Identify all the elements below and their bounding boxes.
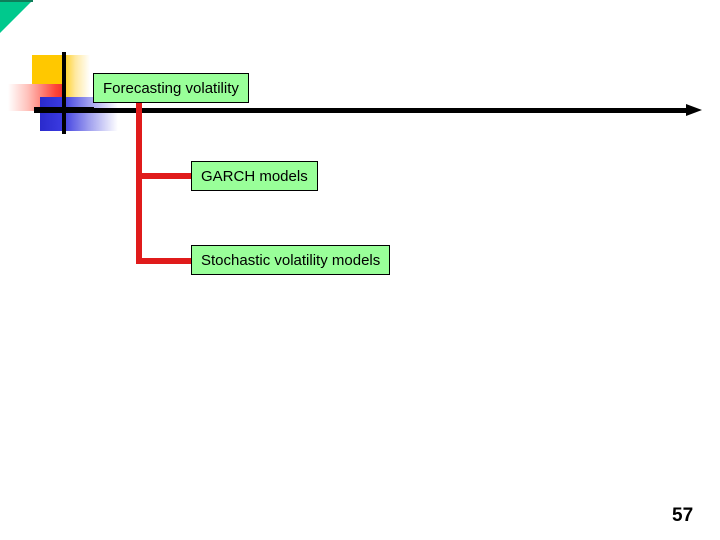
page-number: 57: [672, 505, 694, 526]
box-garch-models[interactable]: GARCH models: [191, 161, 318, 191]
timeline-arrow-line: [34, 108, 694, 113]
connector-branch-garch: [136, 173, 194, 179]
box-forecasting-volatility[interactable]: Forecasting volatility: [93, 73, 249, 103]
connector-vertical-trunk: [136, 100, 142, 264]
box-stochastic-volatility-models[interactable]: Stochastic volatility models: [191, 245, 391, 275]
decoration-vertical-rule: [62, 52, 66, 134]
corner-triangle-edge-decoration: [0, 0, 33, 2]
connector-branch-stochastic: [136, 258, 194, 264]
timeline-arrow-head-icon: [686, 104, 702, 116]
corner-triangle-decoration: [0, 0, 33, 33]
